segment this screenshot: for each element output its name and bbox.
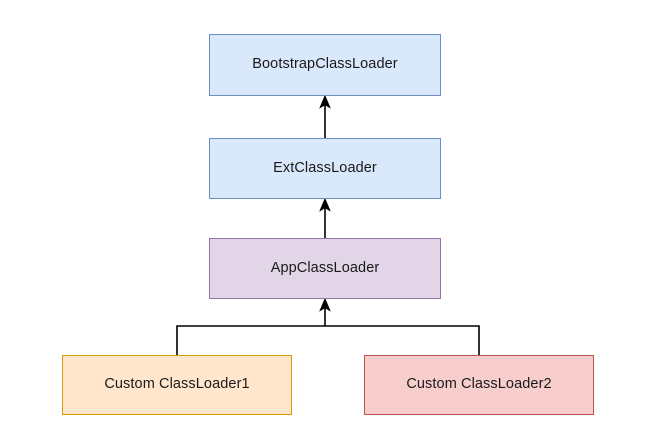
node-bootstrap-classloader[interactable]: BootstrapClassLoader	[209, 34, 441, 96]
edge-ext-to-bootstrap	[319, 94, 331, 138]
node-app-classloader[interactable]: AppClassLoader	[209, 238, 441, 299]
arrowhead-icon	[319, 197, 331, 212]
node-label: ExtClassLoader	[273, 159, 377, 176]
edge-custom-loaders-to-app	[176, 297, 480, 355]
edge-junction-line	[176, 325, 480, 355]
node-label: Custom ClassLoader2	[406, 376, 552, 393]
arrowhead-icon	[319, 94, 331, 109]
node-label: BootstrapClassLoader	[252, 56, 398, 73]
edge-app-to-ext	[319, 197, 331, 238]
node-label: AppClassLoader	[270, 259, 380, 276]
node-custom-classloader1[interactable]: Custom ClassLoader1	[62, 355, 292, 415]
node-custom-classloader2[interactable]: Custom ClassLoader2	[364, 355, 594, 415]
node-ext-classloader[interactable]: ExtClassLoader	[209, 138, 441, 199]
node-label: Custom ClassLoader1	[104, 376, 250, 393]
arrowhead-icon	[319, 297, 331, 312]
